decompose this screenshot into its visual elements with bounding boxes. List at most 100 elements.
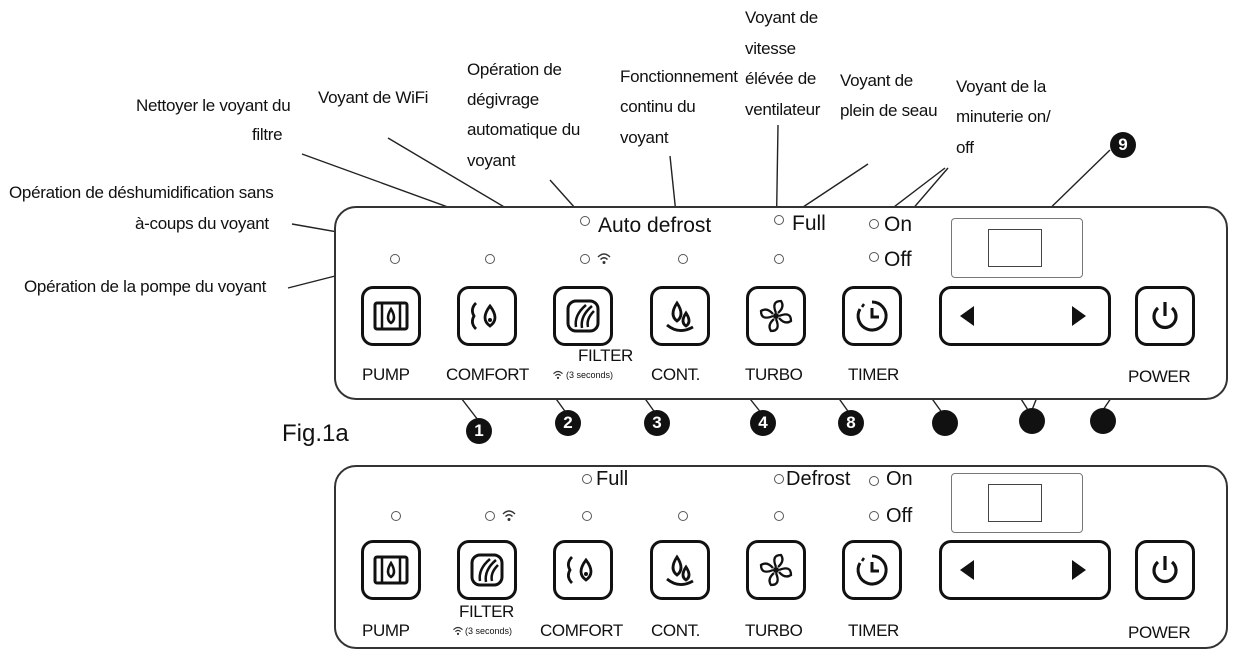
timer-on-led: [869, 219, 879, 229]
wifi-icon: [553, 370, 563, 379]
marker-8: 8: [838, 410, 864, 436]
power-button[interactable]: [1135, 286, 1195, 346]
marker-arrows: [1019, 408, 1045, 434]
callout-turbo-led-line4: ventilateur: [745, 100, 821, 119]
turbo-button-b[interactable]: [746, 540, 806, 600]
timer-clock-icon: [856, 554, 888, 586]
timer-label: TIMER: [848, 365, 899, 384]
pump-icon: [373, 301, 409, 331]
pump-label: PUMP: [362, 365, 410, 384]
callout-comfort-led-line2: à-coups du voyant: [135, 214, 269, 233]
timer-off-label-b: Off: [886, 505, 913, 527]
pump-led: [390, 254, 400, 264]
filter-button-b[interactable]: [457, 540, 517, 600]
timer-off-label: Off: [884, 248, 912, 271]
power-label: POWER: [1128, 367, 1191, 386]
cont-drops-icon: [666, 300, 694, 332]
cont-label-b: CONT.: [651, 621, 701, 640]
turbo-fan-icon: [759, 299, 793, 333]
cont-drops-icon: [666, 554, 694, 586]
power-icon: [1152, 556, 1178, 584]
wifi-icon: [453, 626, 463, 635]
comfort-label-b: COMFORT: [540, 621, 623, 640]
timer-off-led: [869, 252, 879, 262]
turbo-fan-icon: [759, 553, 793, 587]
pump-icon: [373, 555, 409, 585]
digital-display-b: [951, 473, 1083, 533]
marker-3: 3: [644, 410, 670, 436]
pump-button-b[interactable]: [361, 540, 421, 600]
comfort-drop-icon: [471, 302, 497, 330]
callout-filter-led-line1: Nettoyer le voyant du: [136, 96, 291, 115]
callout-filter-led-line2: filtre: [252, 125, 283, 144]
comfort-drop-icon: [567, 556, 593, 584]
turbo-label: TURBO: [745, 365, 803, 384]
timer-off-led-b: [869, 511, 879, 521]
marker-1: 1: [466, 418, 492, 444]
turbo-button[interactable]: [746, 286, 806, 346]
callout-defrost-led-line4: voyant: [467, 151, 516, 170]
power-button-b[interactable]: [1135, 540, 1195, 600]
callout-timer-led-line1: Voyant de la: [956, 77, 1046, 96]
full-led-b: [582, 474, 592, 484]
comfort-led: [485, 254, 495, 264]
filter-label: FILTER: [578, 346, 633, 365]
filter-sub-label-b: (3 seconds): [465, 626, 513, 636]
marker-4: 4: [750, 410, 776, 436]
callout-timer-led-line3: off: [956, 138, 974, 157]
comfort-label: COMFORT: [446, 365, 529, 384]
comfort-button-b[interactable]: [553, 540, 613, 600]
callout-defrost-led-line1: Opération de: [467, 60, 562, 79]
callout-comfort-led-line1: Opération de déshumidification sans: [9, 183, 274, 202]
filter-led: [580, 254, 590, 264]
callout-full-led-line1: Voyant de: [840, 71, 913, 90]
timer-button[interactable]: [842, 286, 902, 346]
filter-sub-label: (3 seconds): [566, 370, 614, 380]
wifi-icon: [597, 253, 611, 264]
timer-clock-icon: [856, 300, 888, 332]
callout-defrost-led-line3: automatique du: [467, 120, 580, 139]
turbo-led-b: [774, 511, 784, 521]
full-label: Full: [792, 212, 826, 235]
filter-icon: [566, 299, 600, 333]
filter-label-b: FILTER: [459, 602, 514, 621]
left-arrow-icon[interactable]: [958, 558, 976, 582]
cont-button[interactable]: [650, 286, 710, 346]
adjust-arrows-button[interactable]: [939, 286, 1111, 346]
marker-9: 9: [1110, 132, 1136, 158]
cont-button-b[interactable]: [650, 540, 710, 600]
marker-2: 2: [555, 410, 581, 436]
pump-led-b: [391, 511, 401, 521]
wifi-icon: [502, 510, 516, 521]
turbo-label-b: TURBO: [745, 621, 803, 640]
full-label-b: Full: [596, 468, 629, 490]
marker-timer: [932, 410, 958, 436]
left-arrow-icon[interactable]: [958, 304, 976, 328]
callout-cont-led-line3: voyant: [620, 128, 669, 147]
cont-led: [678, 254, 688, 264]
full-led: [774, 215, 784, 225]
comfort-button[interactable]: [457, 286, 517, 346]
callout-timer-led-line2: minuterie on/: [956, 107, 1051, 126]
pump-button[interactable]: [361, 286, 421, 346]
filter-button[interactable]: [553, 286, 613, 346]
cont-label: CONT.: [651, 365, 701, 384]
defrost-led-b: [774, 474, 784, 484]
right-arrow-icon[interactable]: [1070, 304, 1088, 328]
callout-turbo-led-line3: élévée de: [745, 69, 817, 88]
timer-button-b[interactable]: [842, 540, 902, 600]
callout-turbo-led-line1: Voyant de: [745, 8, 818, 27]
right-arrow-icon[interactable]: [1070, 558, 1088, 582]
pump-label-b: PUMP: [362, 621, 410, 640]
callout-cont-led-line1: Fonctionnement: [620, 67, 738, 86]
callout-cont-led-line2: continu du: [620, 97, 696, 116]
filter-icon: [470, 553, 504, 587]
power-label-b: POWER: [1128, 623, 1191, 642]
turbo-led: [774, 254, 784, 264]
callout-pump-led: Opération de la pompe du voyant: [24, 277, 267, 296]
callout-turbo-led-line2: vitesse: [745, 39, 796, 58]
power-icon: [1152, 302, 1178, 330]
timer-on-label: On: [884, 213, 913, 236]
marker-power: [1090, 408, 1116, 434]
adjust-arrows-button-b[interactable]: [939, 540, 1111, 600]
